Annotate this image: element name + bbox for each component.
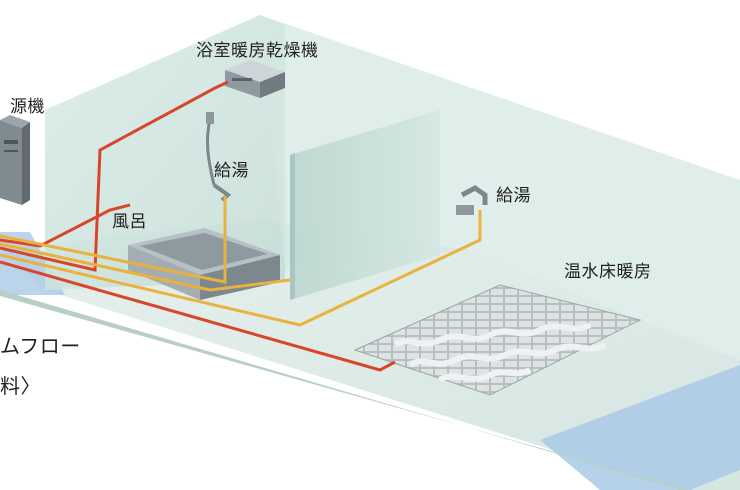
- label-hot-water-bath: 給湯: [214, 161, 249, 181]
- pipes-yellow: [0, 196, 482, 327]
- label-heat-source: 源機: [10, 97, 45, 117]
- label-system-line1: ムフロー: [0, 334, 81, 358]
- label-hot-water-kitchen: 給湯: [496, 186, 531, 206]
- pipes-red: [0, 80, 396, 372]
- label-bath: 風呂: [112, 212, 147, 232]
- bath-dryer-unit: [225, 60, 285, 98]
- label-floor-heating: 温水床暖房: [564, 262, 652, 282]
- partition-wall: [290, 110, 440, 300]
- heat-source-unit: [0, 115, 30, 205]
- partition-edge: [290, 153, 295, 300]
- floor-edge-right: [540, 365, 740, 490]
- label-system-line2: 料〉: [0, 374, 41, 398]
- label-bath-dryer: 浴室暖房乾燥機: [196, 41, 319, 61]
- kitchen-faucet: [456, 185, 488, 215]
- floor-heating-panels: [353, 284, 642, 396]
- back-wall-right: [260, 15, 740, 360]
